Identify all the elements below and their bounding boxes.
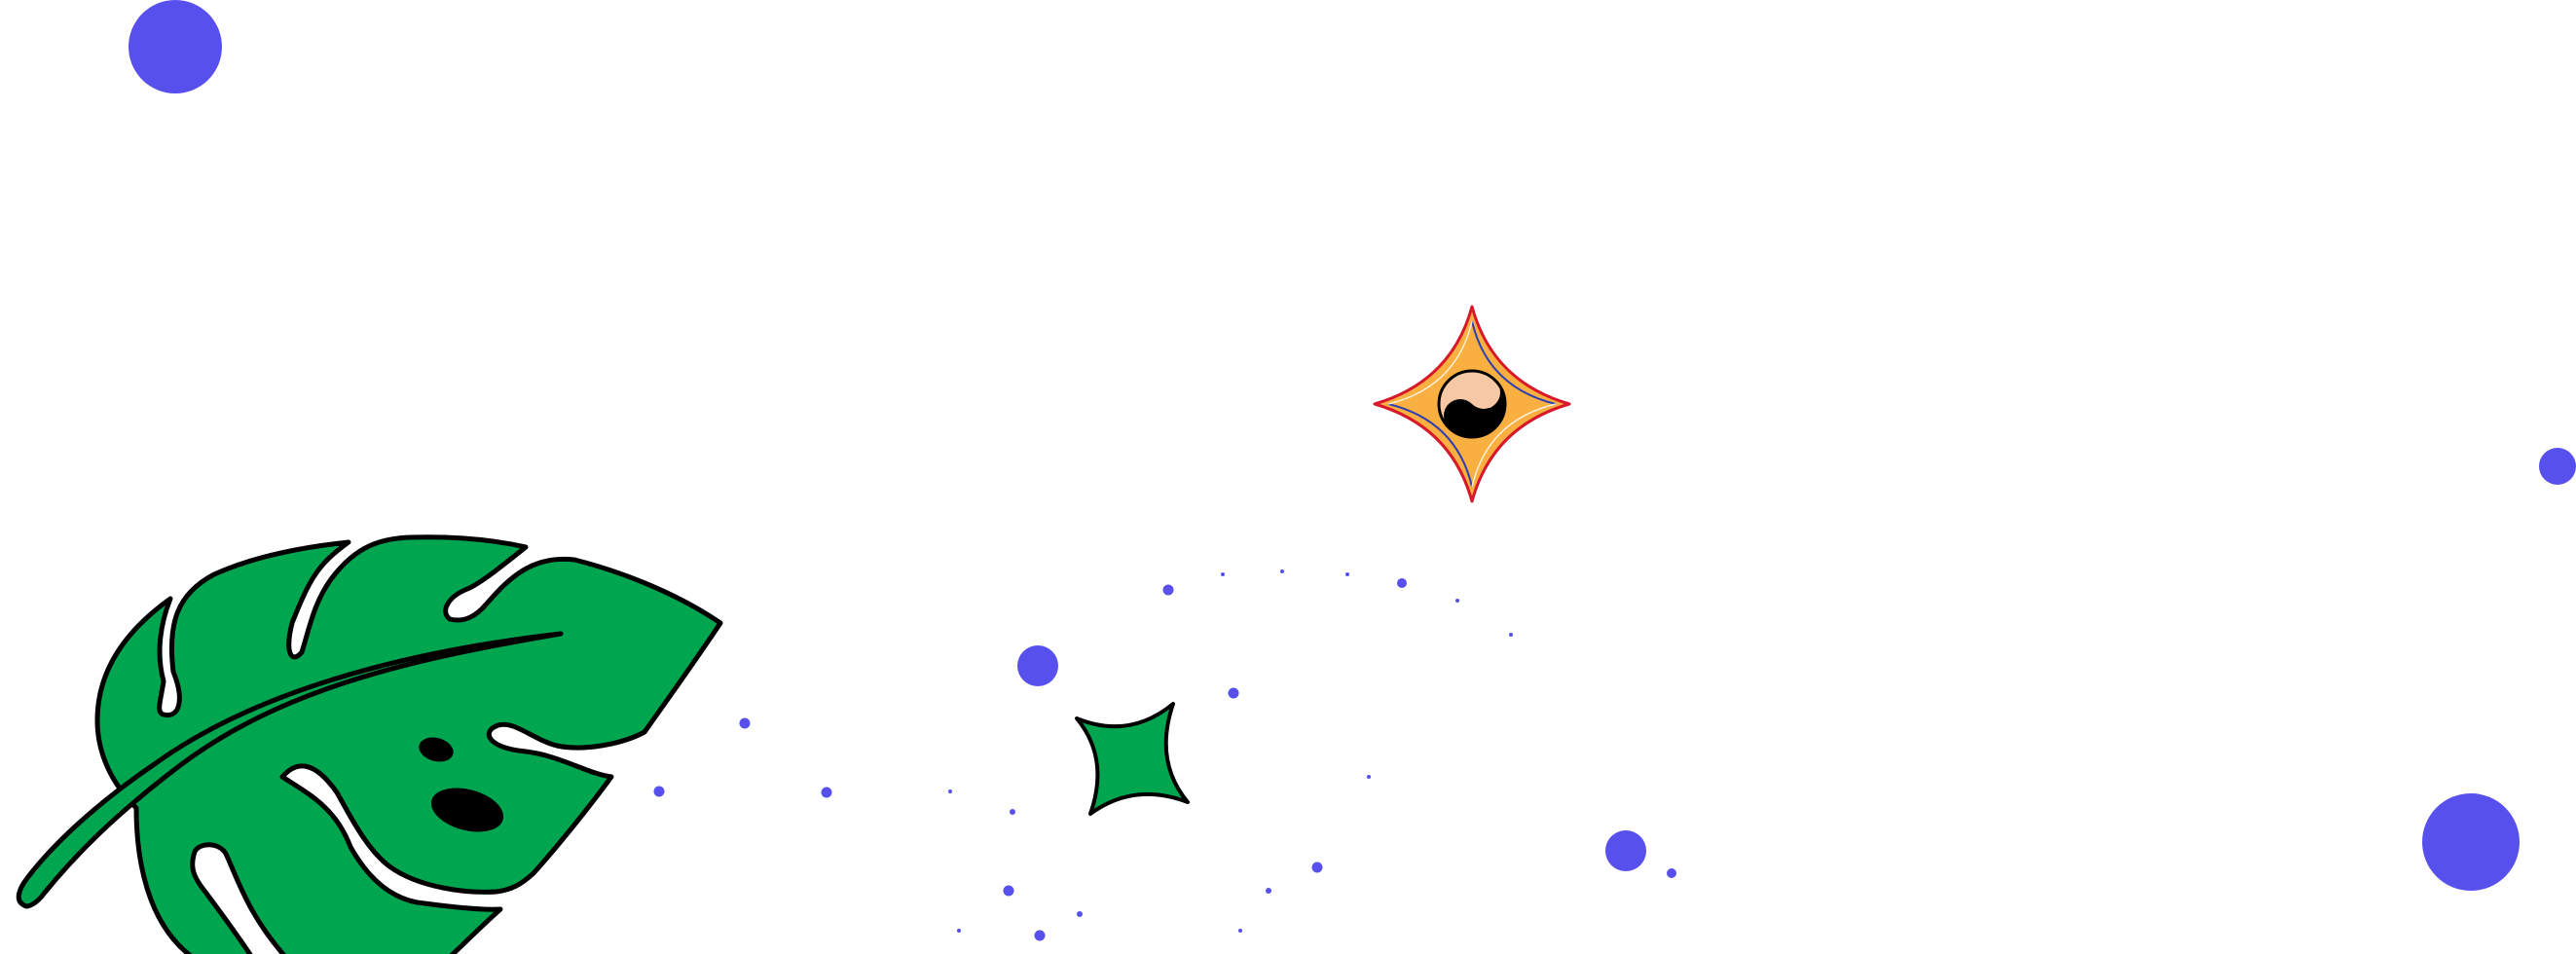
star-inner-accent: [1471, 320, 1557, 405]
small-dot: [1455, 599, 1459, 603]
four-point-sparkle-icon: [1075, 702, 1190, 816]
small-dot: [739, 717, 751, 729]
accent-dot-bottom-right: [2422, 793, 2520, 891]
small-dot: [1077, 911, 1083, 917]
leaf-midrib: [16, 631, 564, 909]
accent-dot-right-edge: [2539, 448, 2576, 485]
small-dot: [1034, 930, 1046, 941]
star-inner-accent: [1387, 403, 1473, 488]
star-inner-accent: [1387, 320, 1473, 405]
small-dot: [948, 789, 952, 793]
small-dot: [957, 929, 961, 933]
star-inner-accent: [1471, 403, 1557, 488]
small-dot: [653, 786, 665, 797]
small-dot: [1345, 572, 1349, 576]
small-dot: [1266, 888, 1271, 894]
yin-yang-symbol: [1437, 369, 1507, 439]
accent-dot-top-left: [129, 0, 222, 93]
small-dot: [1003, 885, 1014, 897]
leaf-blade: [94, 534, 723, 954]
accent-dot-lower: [1605, 830, 1646, 871]
small-dot: [1367, 775, 1371, 779]
small-dot: [1221, 572, 1225, 576]
leaf-slot: [190, 842, 287, 954]
small-dot: [1010, 809, 1015, 815]
small-dot: [1280, 569, 1284, 573]
small-dot: [1667, 868, 1676, 878]
accent-dot-mid: [1017, 645, 1058, 686]
small-dot: [821, 787, 832, 798]
small-dot: [1509, 633, 1513, 637]
small-dot: [1311, 862, 1323, 873]
small-dot: [1228, 687, 1239, 699]
leaf-hole: [430, 788, 504, 832]
yin-yang-star-icon: [1373, 305, 1571, 503]
leaf-hole: [419, 737, 454, 762]
small-dot: [1162, 584, 1174, 596]
scattered-dots: [653, 569, 1676, 941]
monstera-leaf-icon: [16, 534, 723, 954]
small-dot: [1397, 578, 1407, 588]
small-dot: [1238, 929, 1242, 933]
